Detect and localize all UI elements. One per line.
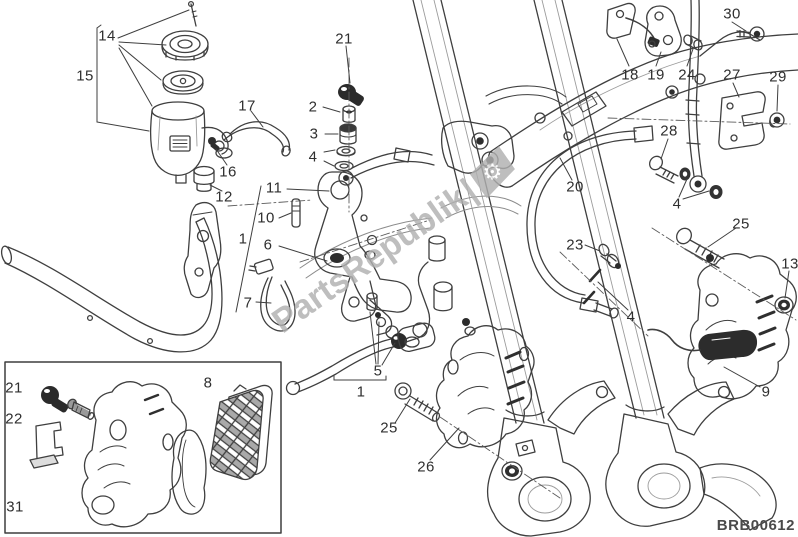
bolt-28 <box>649 155 679 184</box>
screw-30 <box>736 26 765 42</box>
frame-spar <box>487 31 798 188</box>
spacer-24 <box>683 34 703 51</box>
diagram-code: BRB00612 <box>716 517 795 534</box>
lever-perch <box>183 201 222 299</box>
inset-box <box>4 361 282 534</box>
handlebar <box>0 217 223 353</box>
front-fork <box>299 0 777 537</box>
master-cylinder-hose <box>350 147 435 179</box>
brake-lever <box>285 292 407 396</box>
upper-brake-hose <box>685 0 703 177</box>
clamp-bracket <box>397 235 453 353</box>
nut-29 <box>769 112 785 128</box>
master-cylinder <box>248 171 412 336</box>
bracket-27 <box>718 91 766 150</box>
brake-hose-20 <box>526 125 654 319</box>
leader-lines <box>96 9 790 461</box>
brake-caliper-right <box>647 227 797 400</box>
hose-fitting-23 <box>582 243 621 305</box>
reservoir-assembly <box>150 0 291 192</box>
fitting-stack <box>334 84 364 186</box>
brake-caliper-left <box>394 318 535 481</box>
centerlines <box>227 57 797 499</box>
bracket-19 <box>644 5 682 57</box>
banjo-washers-right <box>679 167 723 199</box>
